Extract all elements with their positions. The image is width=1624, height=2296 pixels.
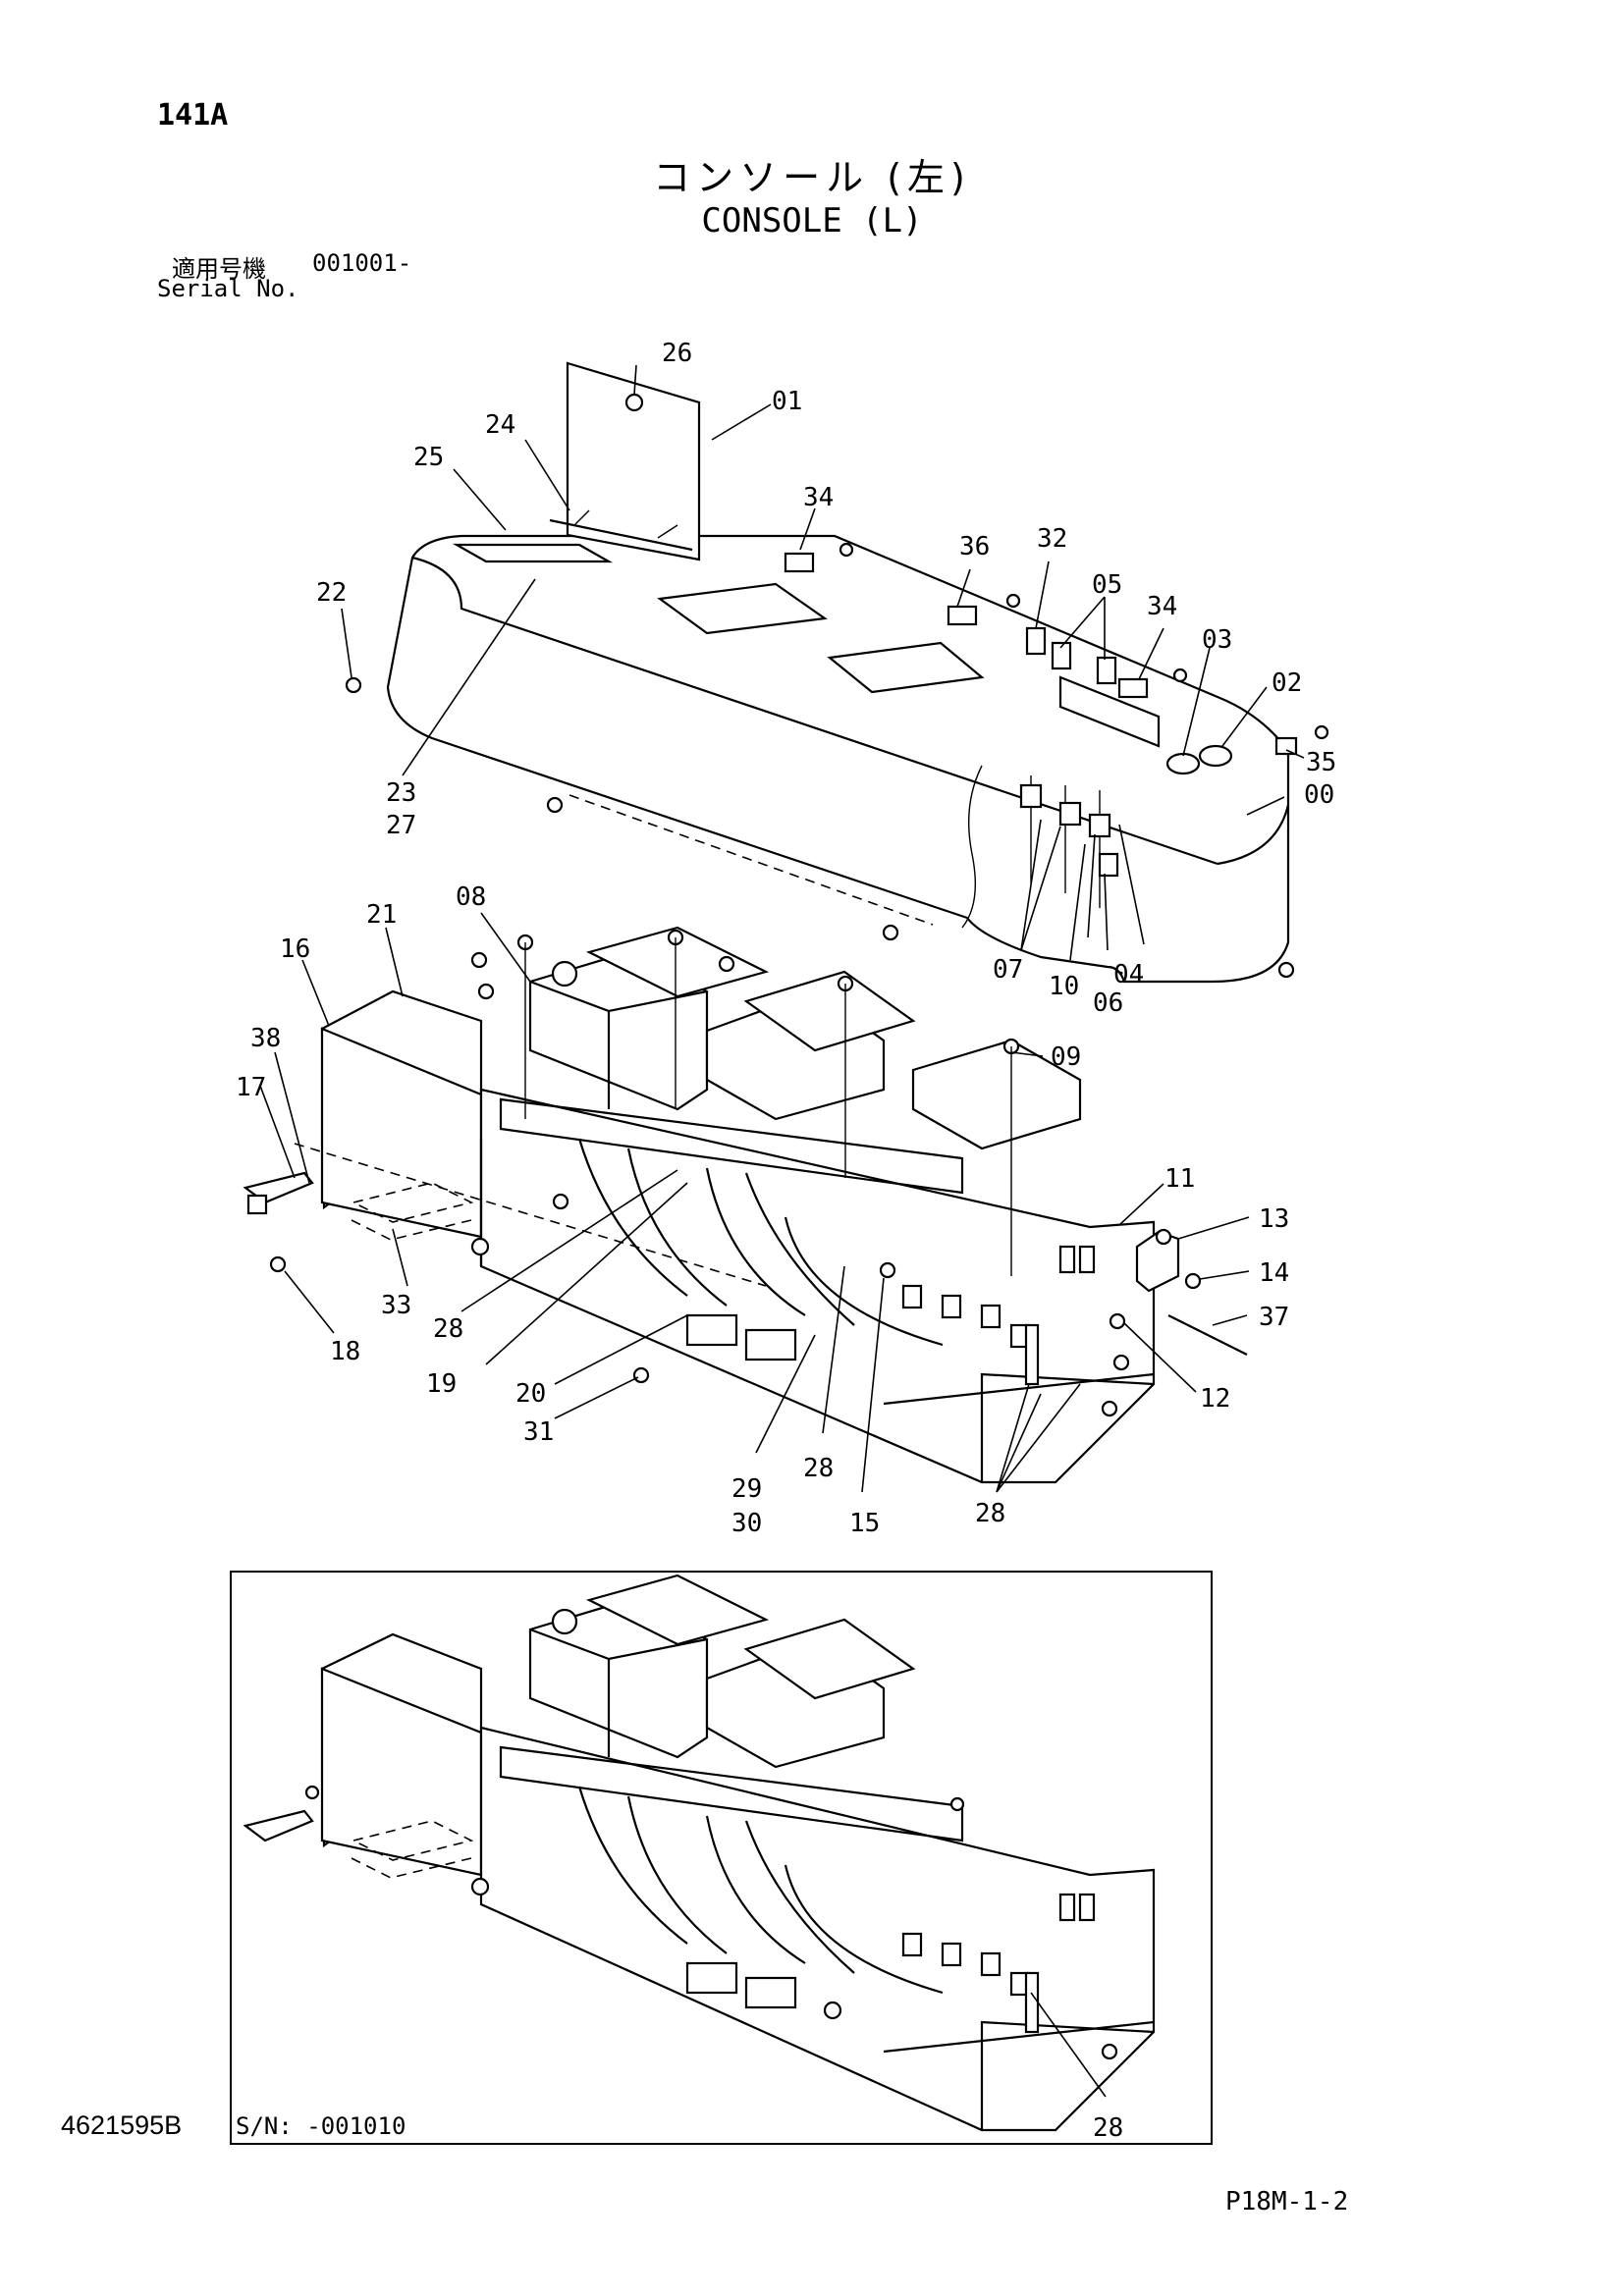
leader-lines <box>259 364 1305 2098</box>
callout-29: 29 <box>731 1474 762 1504</box>
serial-label-japanese: 適用号機 <box>172 255 266 283</box>
callout-06: 06 <box>1093 988 1123 1018</box>
callout-37: 37 <box>1259 1303 1289 1332</box>
callout-20: 20 <box>515 1379 546 1409</box>
callout-34-right: 34 <box>1147 592 1177 621</box>
callout-17: 17 <box>236 1073 266 1102</box>
callout-12: 12 <box>1200 1384 1230 1414</box>
callout-07: 07 <box>993 955 1023 985</box>
callout-21: 21 <box>366 900 397 930</box>
callout-25: 25 <box>413 443 444 472</box>
callout-27: 27 <box>386 811 416 840</box>
callout-22: 22 <box>316 578 347 608</box>
console-base-drawing <box>243 926 1248 1484</box>
inset-callout-28: 28 <box>1093 2113 1123 2143</box>
callout-03: 03 <box>1202 625 1232 655</box>
inset-serial-note: S/N: -001010 <box>236 2112 406 2140</box>
callout-00: 00 <box>1304 780 1334 810</box>
callout-19: 19 <box>426 1369 457 1399</box>
callout-18: 18 <box>330 1337 360 1366</box>
callout-10: 10 <box>1049 972 1079 1001</box>
callout-16: 16 <box>280 934 310 964</box>
callout-15: 15 <box>849 1509 880 1538</box>
page-reference: P18M-1-2 <box>1225 2187 1349 2216</box>
callout-05: 05 <box>1092 570 1122 600</box>
inset-drawing <box>230 1571 1213 2145</box>
title-japanese: コンソール (左) <box>653 156 971 199</box>
callout-32: 32 <box>1037 524 1067 554</box>
document-number: 4621595B <box>61 2110 183 2140</box>
callout-31: 31 <box>523 1417 554 1447</box>
callout-28-left: 28 <box>433 1314 463 1344</box>
callout-28-middle: 28 <box>803 1454 834 1483</box>
callout-30: 30 <box>731 1509 762 1538</box>
callout-13: 13 <box>1259 1204 1289 1234</box>
callout-26: 26 <box>662 339 692 368</box>
serial-range: 001001- <box>312 249 412 277</box>
title-english: CONSOLE (L) <box>701 201 923 240</box>
callout-38: 38 <box>250 1024 281 1053</box>
callout-23: 23 <box>386 778 416 808</box>
callout-28-right: 28 <box>975 1499 1005 1528</box>
page-code: 141A <box>157 98 229 133</box>
console-cover-drawing <box>345 361 1329 984</box>
callout-02: 02 <box>1272 668 1302 698</box>
callout-labels: 26 01 24 25 34 36 32 05 34 03 02 22 35 0… <box>236 339 1336 2143</box>
callout-08: 08 <box>456 882 486 912</box>
callout-34-top: 34 <box>803 483 834 512</box>
callout-09: 09 <box>1051 1042 1081 1072</box>
callout-35: 35 <box>1306 748 1336 777</box>
callout-33: 33 <box>381 1291 411 1320</box>
callout-04: 04 <box>1113 960 1144 989</box>
callout-14: 14 <box>1259 1258 1289 1288</box>
callout-11: 11 <box>1164 1164 1195 1194</box>
callout-01: 01 <box>772 387 802 416</box>
serial-label-english: Serial No. <box>157 275 299 302</box>
callout-36: 36 <box>959 532 990 561</box>
callout-24: 24 <box>485 410 515 440</box>
